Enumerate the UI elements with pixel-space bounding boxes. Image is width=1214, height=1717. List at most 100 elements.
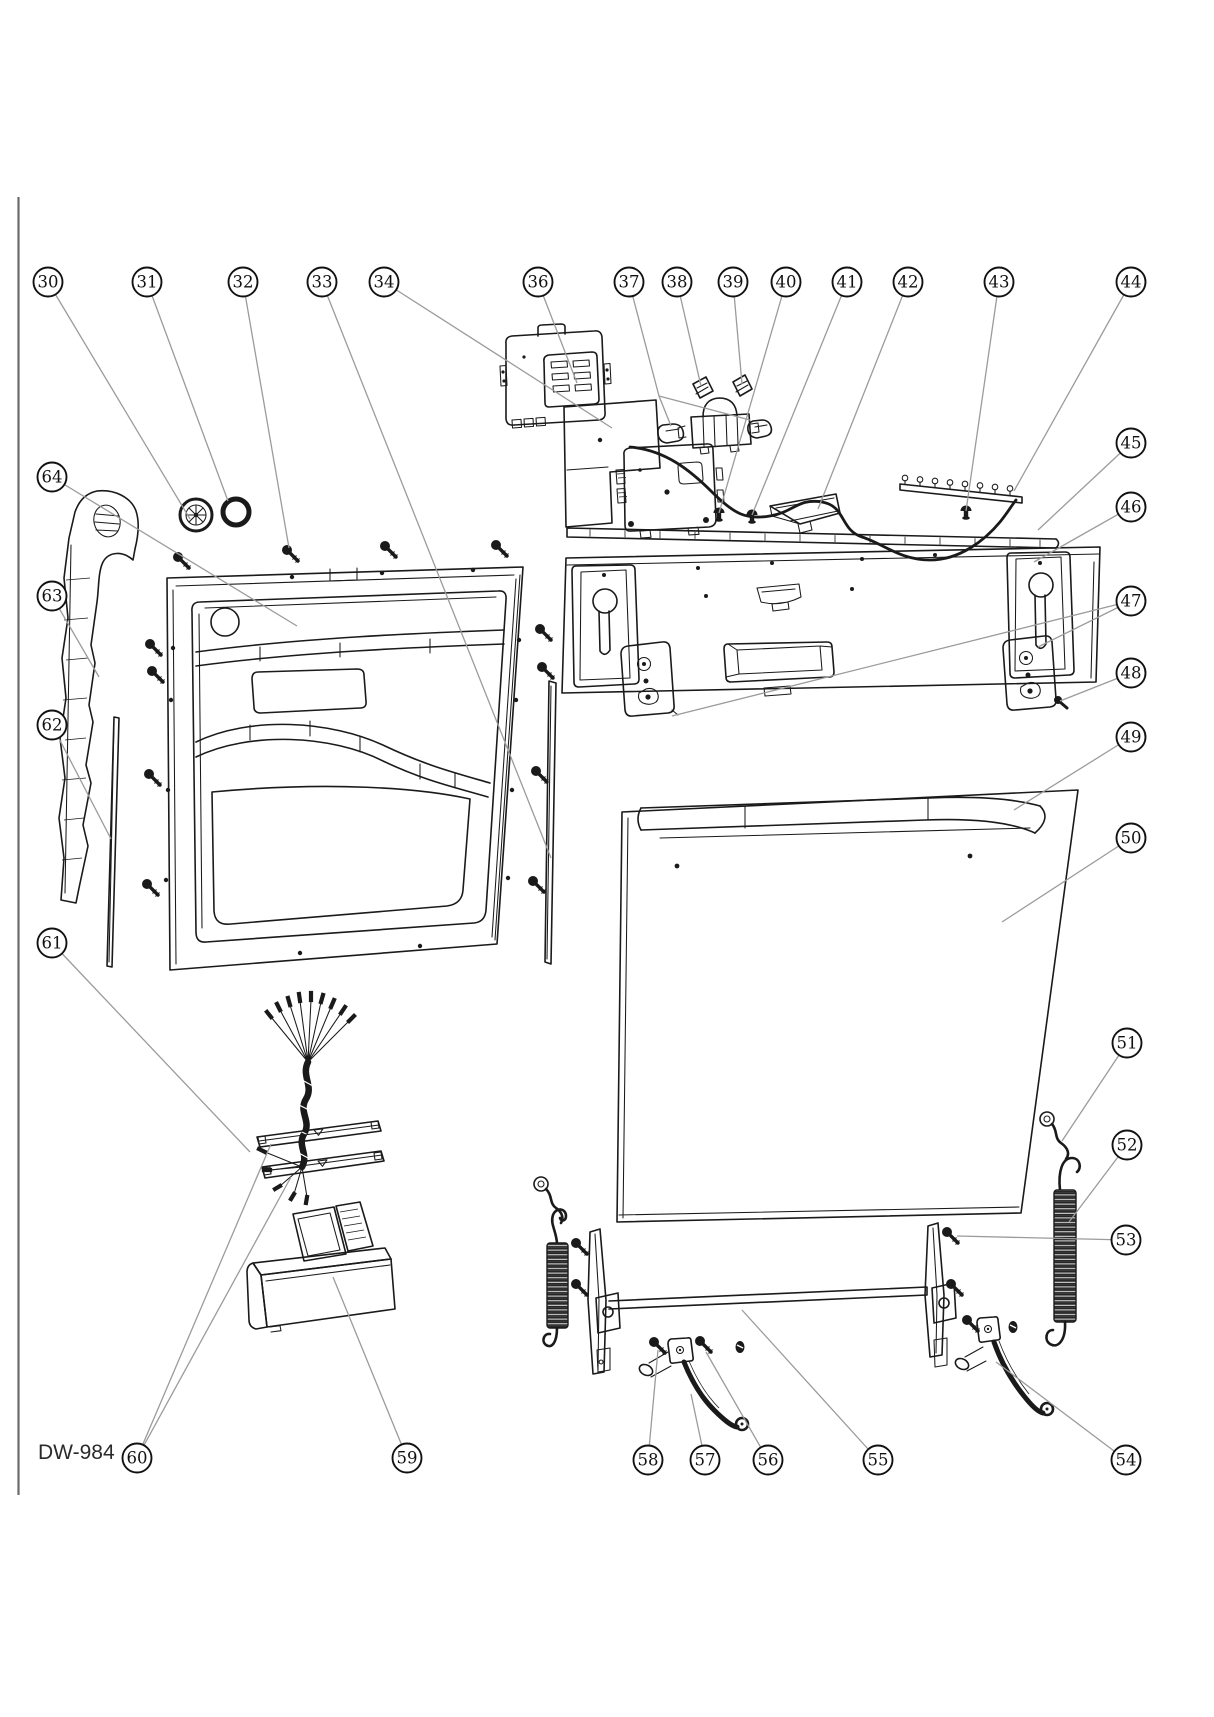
callout-60: 60 [121, 1442, 153, 1474]
callout-bubble-43 [983, 266, 1015, 298]
callout-bubble-32 [227, 266, 259, 298]
callout-50: 50 [1115, 822, 1147, 854]
hinge-screw-left-a [569, 1236, 591, 1258]
door-trim-strip-right [544, 680, 557, 965]
callout-56: 56 [752, 1444, 784, 1476]
leader-line-30 [47, 281, 191, 520]
callout-number-59: 59 [397, 1449, 418, 1468]
callout-number-41: 41 [837, 273, 858, 292]
door-handle-trim [637, 796, 1046, 839]
callout-bubble-49 [1115, 721, 1147, 753]
leader-line-32 [242, 281, 290, 549]
control-board-box [615, 443, 725, 539]
o-ring-seal [220, 496, 252, 528]
callout-63: 63 [36, 580, 68, 612]
callout-bubble-40 [770, 266, 802, 298]
check-valve-grommet [178, 497, 214, 533]
callout-bubble-44 [1115, 266, 1147, 298]
control-mounting-plate [563, 399, 661, 528]
leader-line-59 [332, 1276, 408, 1459]
door-mounting-screws [140, 538, 557, 899]
callout-number-48: 48 [1121, 664, 1142, 683]
callout-40: 40 [770, 266, 802, 298]
callout-32: 32 [227, 266, 259, 298]
leader-line-58 [647, 1349, 659, 1461]
callout-55: 55 [862, 1444, 894, 1476]
callout-bubble-64 [36, 461, 68, 493]
harness-cable [628, 445, 1018, 562]
callout-number-63: 63 [42, 587, 63, 606]
leader-line-47 [1037, 600, 1132, 648]
leader-line-56 [705, 1351, 769, 1461]
hinge-screw-left-b [569, 1277, 591, 1299]
callout-bubble-63 [36, 580, 68, 612]
callout-bubble-51 [1111, 1027, 1143, 1059]
callout-number-51: 51 [1117, 1034, 1138, 1053]
callout-bubble-38 [661, 266, 693, 298]
callout-bubble-33 [306, 266, 338, 298]
leader-line-51 [1061, 1042, 1128, 1142]
callout-number-61: 61 [42, 934, 63, 953]
callout-43: 43 [983, 266, 1015, 298]
leader-line-36 [537, 281, 578, 384]
callout-number-42: 42 [898, 273, 919, 292]
left-hinge-bracket [587, 1228, 621, 1375]
callout-number-55: 55 [868, 1451, 889, 1470]
callout-38: 38 [661, 266, 693, 298]
callout-51: 51 [1111, 1027, 1143, 1059]
callout-number-54: 54 [1116, 1451, 1137, 1470]
callout-47: 47 [1115, 585, 1147, 617]
leader-line-34 [383, 281, 613, 429]
callout-bubble-52 [1111, 1129, 1143, 1161]
latch-lever-right [954, 1316, 1055, 1417]
callout-number-36: 36 [528, 273, 549, 292]
leader-line-33 [321, 281, 552, 859]
callout-57: 57 [689, 1444, 721, 1476]
callout-64: 64 [36, 461, 68, 493]
callout-number-53: 53 [1116, 1231, 1137, 1250]
callout-number-30: 30 [38, 273, 59, 292]
leader-line-52 [1068, 1144, 1128, 1223]
callout-34: 34 [368, 266, 400, 298]
control-module [499, 323, 612, 429]
callout-bubble-57 [689, 1444, 721, 1476]
left-hinge-link [533, 1176, 564, 1225]
leader-line-50 [1001, 837, 1132, 923]
door-link-rod [608, 1286, 928, 1310]
callout-bubble-47 [1115, 585, 1147, 617]
leader-line-61 [51, 942, 251, 1153]
callout-bubble-34 [368, 266, 400, 298]
callout-bubble-48 [1115, 657, 1147, 689]
callout-number-57: 57 [695, 1451, 716, 1470]
callout-bubble-60 [121, 1442, 153, 1474]
hinge-mount-plate-right [1002, 635, 1057, 711]
top-trim-rail [566, 527, 1060, 549]
leader-line-55 [741, 1309, 879, 1461]
left-door-spring [542, 1208, 569, 1348]
callout-61: 61 [36, 927, 68, 959]
callout-bubble-62 [36, 709, 68, 741]
door-latch-cluster [657, 374, 773, 455]
callout-number-33: 33 [312, 273, 333, 292]
callout-30: 30 [32, 266, 64, 298]
callout-52: 52 [1111, 1129, 1143, 1161]
callout-48: 48 [1115, 657, 1147, 689]
leader-line-49 [1013, 736, 1132, 811]
callout-bubble-41 [831, 266, 863, 298]
callout-number-60: 60 [127, 1449, 148, 1468]
callout-bubble-59 [391, 1442, 423, 1474]
leader-line-54 [995, 1361, 1127, 1461]
leader-line-42 [817, 281, 909, 510]
callout-bubble-30 [32, 266, 64, 298]
callout-number-52: 52 [1117, 1136, 1138, 1155]
right-hinge-bracket [924, 1222, 957, 1368]
callout-bubble-55 [862, 1444, 894, 1476]
callout-46: 46 [1115, 491, 1147, 523]
wiring-harness [256, 990, 357, 1206]
right-door-spring [1045, 1156, 1082, 1347]
lever-nut-left [735, 1341, 745, 1353]
callout-bubble-54 [1110, 1444, 1142, 1476]
